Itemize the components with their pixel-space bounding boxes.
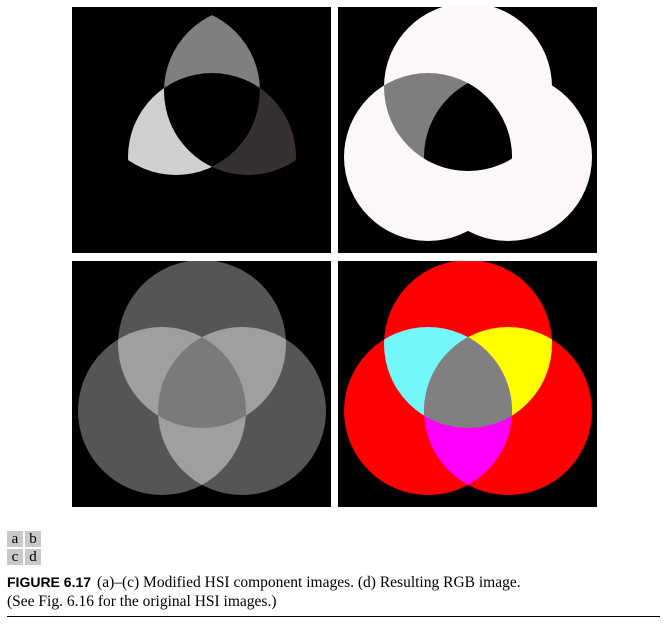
panel-b-saturation-image	[338, 7, 597, 253]
center-region	[164, 73, 260, 175]
center-region	[424, 73, 512, 171]
legend-c: c	[7, 549, 23, 565]
legend-a: a	[7, 531, 23, 547]
legend-d: d	[25, 549, 41, 565]
center-region	[158, 327, 246, 428]
caption-line-2: (See Fig. 6.16 for the original HSI imag…	[7, 593, 277, 610]
caption-line-1: (a)–(c) Modified HSI component images. (…	[97, 574, 521, 591]
panel-d-rgb-image	[338, 261, 597, 507]
panel-c-intensity-image	[72, 261, 331, 507]
subfigure-legend: a b c d	[7, 531, 41, 565]
center-region	[424, 327, 512, 428]
figure-label: FIGURE 6.17	[7, 574, 92, 590]
figure-caption: FIGURE 6.17 (a)–(c) Modified HSI componen…	[7, 573, 657, 611]
caption-rule	[7, 616, 660, 617]
panel-a-hue-image	[72, 7, 331, 253]
legend-b: b	[25, 531, 41, 547]
